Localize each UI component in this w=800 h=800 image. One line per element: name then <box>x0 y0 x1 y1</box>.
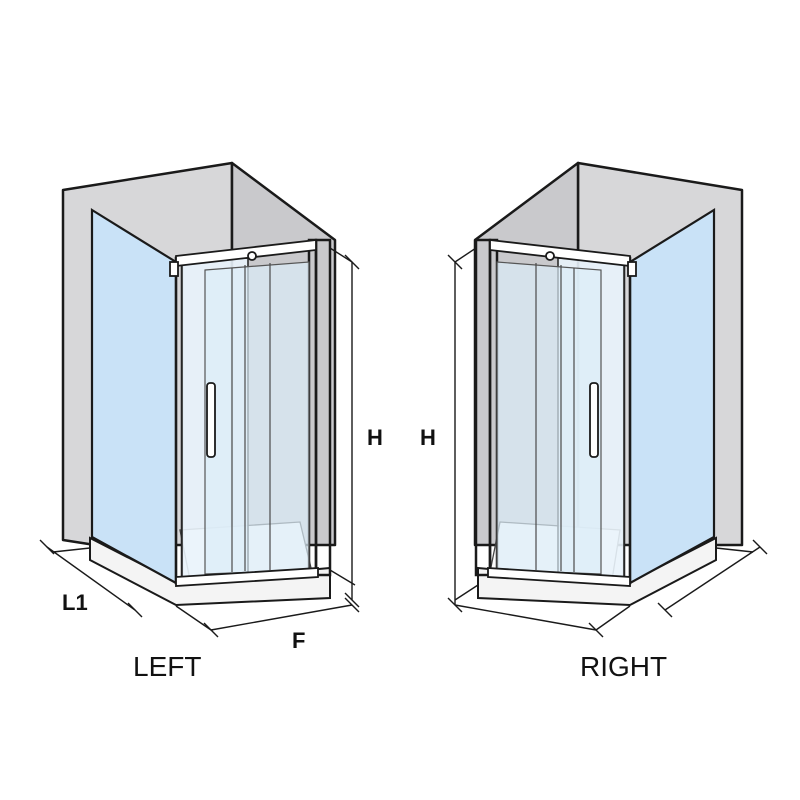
right-rail-roller <box>545 251 555 261</box>
left-side-dimension <box>39 539 143 618</box>
left-side-label: L1 <box>62 590 88 615</box>
right-side-glass-panel <box>628 208 716 585</box>
left-enclosure <box>39 161 360 638</box>
right-rail-bracket <box>627 261 637 277</box>
left-height-label: H <box>367 425 383 450</box>
right-front-dimension <box>454 604 631 638</box>
left-bottom-profile <box>175 567 319 587</box>
left-wall-profile <box>314 238 332 577</box>
right-bottom-profile <box>487 567 631 587</box>
left-caption: LEFT <box>133 651 201 682</box>
left-sliding-door <box>204 261 310 575</box>
right-height-dimension <box>447 247 479 613</box>
right-sliding-door <box>496 261 602 575</box>
right-height-label: H <box>420 425 436 450</box>
left-front-dimension <box>175 597 360 638</box>
left-rail-bracket <box>169 261 179 277</box>
left-side-glass-panel <box>90 208 178 585</box>
right-door-handle <box>589 382 599 458</box>
right-caption: RIGHT <box>580 651 667 682</box>
right-side-dimension <box>657 539 768 618</box>
left-front-label: F <box>292 628 305 653</box>
left-door-handle <box>206 382 216 458</box>
right-enclosure <box>447 161 768 638</box>
left-rail-roller <box>247 251 257 261</box>
left-height-dimension <box>329 247 360 608</box>
